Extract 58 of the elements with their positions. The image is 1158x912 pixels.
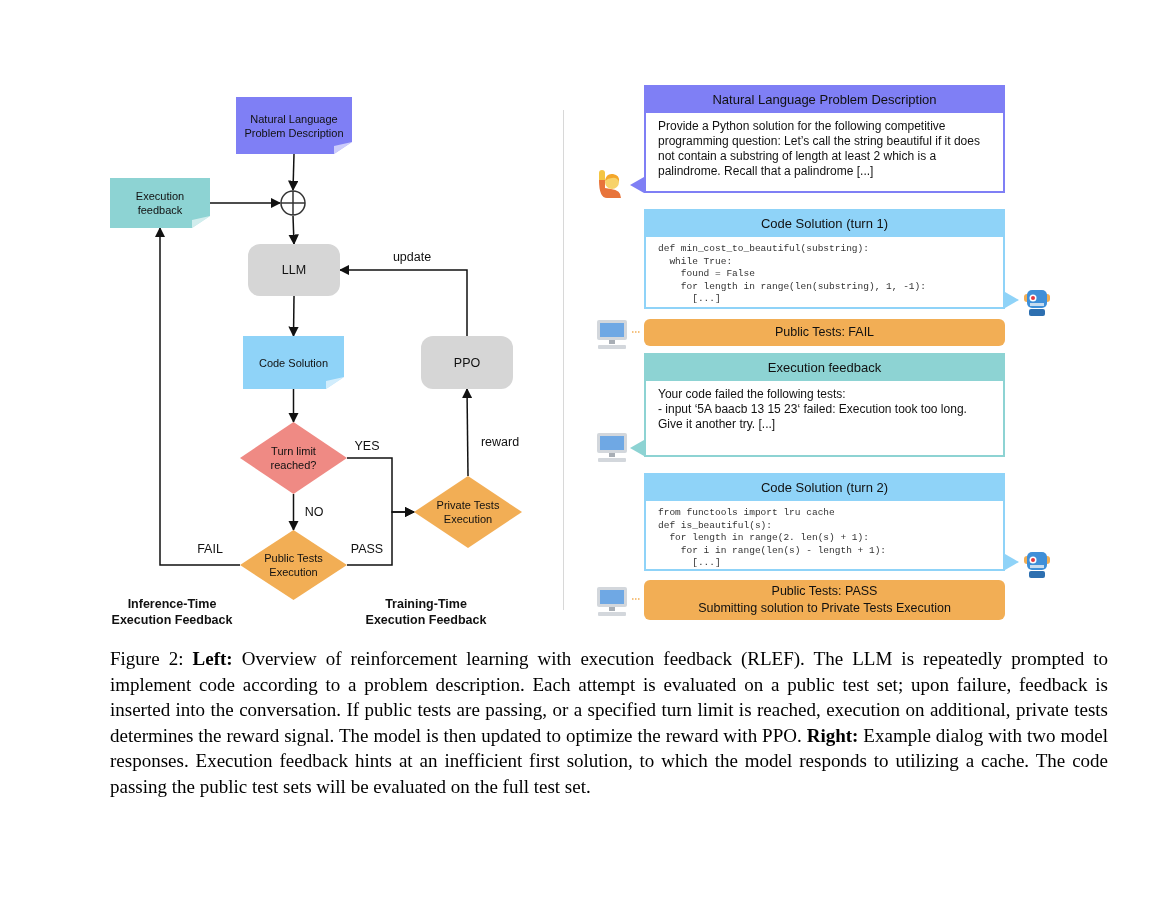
decision-diamond <box>414 476 522 548</box>
message-card <box>644 209 1005 309</box>
node-label: PPO <box>453 355 481 370</box>
process-box <box>248 244 340 296</box>
arrow <box>461 387 473 477</box>
status-text: Public Tests: PASS <box>771 583 878 600</box>
code-line: [...] <box>691 557 721 570</box>
edge-label: update <box>390 249 434 265</box>
node-label: Execution feedback <box>134 189 186 217</box>
message-card <box>644 353 1005 457</box>
decision-diamond <box>240 422 347 494</box>
decision-diamond <box>240 530 347 600</box>
figure-caption: Figure 2: Left: Overview of reinforcement learning with execution feedback (RLEF). The LLM is repeatedly prompted to implement code according to a problem description. Each attempt is evaluated on a public test set; upon failure, feedback is inserted into the conversation. If public tests are passing, or a specified turn limit is reached, execution on additional, private tests determines the reward signal. The model is then updated to optimize the reward with PPO. Right: Example dialog with two model responses. Execution feedback hints at an inefficient first solution, to which the model responds to utilizing a cache. The code passing the public test sets will be evaluated on the full test set. <box>110 647 1108 799</box>
status-text: Submitting solution to Private Tests Execution <box>698 600 951 617</box>
message-text: Give it another try. [...] <box>658 417 777 432</box>
node-label: Natural Language Problem Description <box>243 111 345 140</box>
message-card <box>644 473 1005 571</box>
message-card <box>644 85 1005 193</box>
status-text: Public Tests: FAIL <box>774 324 875 341</box>
arrow <box>288 215 299 246</box>
message-text: Provide a Python solution for the following competitive programming question: Let’s call the string beautiful if it does not contain a substring of length at least 2 which is a palindrome. Recall that a palindrome [...] <box>658 119 981 179</box>
process-box <box>421 336 513 389</box>
node-label: LLM <box>281 263 307 277</box>
code-line: for length in range(len(substring), 1, -1): <box>679 280 926 293</box>
section-label: Training-Time Execution Feedback <box>364 596 488 628</box>
code-line: found = False <box>679 268 755 281</box>
status-bar <box>644 319 1005 346</box>
note-box <box>110 178 210 228</box>
sum-circle <box>280 190 306 216</box>
code-line: from functools import lru cache <box>658 507 835 520</box>
note-box <box>243 336 344 389</box>
arrow <box>288 493 299 532</box>
arrow <box>288 295 299 338</box>
code-line: while True: <box>668 255 733 268</box>
node-label: Public Tests Execution <box>263 551 324 579</box>
arrow <box>288 388 299 424</box>
message-text: - input ‘5A baacb 13 15 23‘ failed: Execution took too long. <box>658 402 968 417</box>
card-header: Execution feedback <box>646 355 1003 381</box>
status-bar <box>644 580 1005 620</box>
node-label: Code Solution <box>258 355 329 370</box>
section-label: Inference-Time Execution Feedback <box>110 596 234 628</box>
arrow <box>346 506 416 566</box>
card-header: Code Solution (turn 1) <box>646 211 1003 237</box>
code-line: [...] <box>691 293 721 306</box>
arrow <box>338 264 468 337</box>
code-line: for length in range(2. len(s) + 1): <box>668 532 869 545</box>
code-line: for i in range(len(s) - length + 1): <box>679 544 887 557</box>
card-header: Code Solution (turn 2) <box>646 475 1003 501</box>
node-label: Private Tests Execution <box>436 498 500 526</box>
card-header: Natural Language Problem Description <box>646 87 1003 113</box>
note-box <box>236 97 352 154</box>
message-text: Your code failed the following tests: <box>658 387 847 402</box>
code-line: def is_beautiful(s): <box>658 519 773 532</box>
node-label: Turn limit reached? <box>269 444 318 472</box>
arrow <box>209 197 282 209</box>
arrow <box>154 226 241 566</box>
code-line: def min_cost_to_beautiful(substring): <box>658 243 869 256</box>
arrow <box>288 153 299 192</box>
